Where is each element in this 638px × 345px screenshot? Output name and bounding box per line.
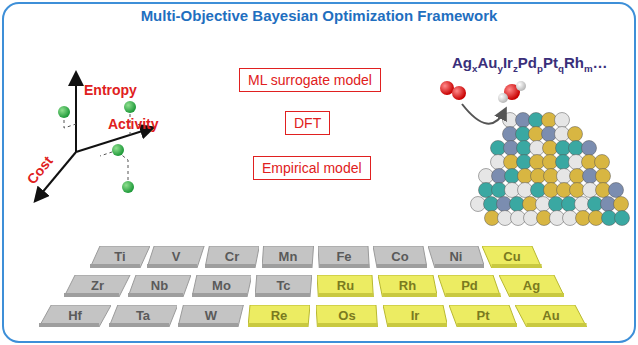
element-tile: Pd bbox=[438, 275, 501, 297]
method-name: DFT bbox=[294, 115, 321, 131]
element-tile: Re bbox=[248, 305, 310, 327]
element-tile: Rh bbox=[378, 275, 437, 297]
element-symbol: Re bbox=[271, 308, 288, 323]
element-tile: Nb bbox=[128, 275, 191, 297]
element-symbol: Os bbox=[338, 308, 355, 323]
element-tile: Zr bbox=[64, 275, 130, 297]
element-symbol: Fe bbox=[336, 249, 351, 264]
element-tile: Cu bbox=[482, 246, 542, 268]
element-tile: Au bbox=[515, 305, 587, 327]
element-symbol: Ag bbox=[523, 278, 540, 293]
molecules bbox=[440, 81, 526, 124]
method-box: Empirical model bbox=[253, 156, 371, 180]
element-symbol: Zr bbox=[91, 278, 104, 293]
element-symbol: Au bbox=[542, 308, 559, 323]
method-name: ML surrogate model bbox=[248, 72, 372, 88]
element-tile: Os bbox=[316, 305, 377, 327]
element-tile: Mn bbox=[262, 246, 314, 268]
element-symbol: V bbox=[172, 249, 181, 264]
element-symbol: Co bbox=[391, 249, 408, 264]
element-symbol: Cr bbox=[225, 249, 239, 264]
element-symbol: Ru bbox=[337, 278, 354, 293]
element-tile: Cr bbox=[205, 246, 259, 268]
element-symbol: Nb bbox=[151, 278, 168, 293]
element-symbol: Cu bbox=[503, 249, 520, 264]
element-tile: Mo bbox=[192, 275, 252, 297]
axis-label: Entropy bbox=[84, 82, 137, 98]
element-tile: W bbox=[178, 305, 243, 327]
element-symbol: Ta bbox=[136, 308, 150, 323]
element-tile: Ta bbox=[109, 305, 178, 327]
element-symbol: Pd bbox=[461, 278, 478, 293]
element-symbol: Ni bbox=[449, 249, 462, 264]
element-tile: Ni bbox=[428, 246, 485, 268]
element-tile: Tc bbox=[255, 275, 312, 297]
objective-axes bbox=[36, 74, 152, 200]
method-box: ML surrogate model bbox=[239, 68, 381, 92]
element-symbol: Hf bbox=[68, 308, 82, 323]
element-symbol: Mn bbox=[279, 249, 298, 264]
element-tile: Fe bbox=[318, 246, 369, 268]
method-box: DFT bbox=[285, 111, 330, 135]
element-tile: Ru bbox=[317, 275, 373, 297]
element-tile: Ag bbox=[499, 275, 565, 297]
element-tile: Ir bbox=[383, 305, 448, 327]
method-name: Empirical model bbox=[262, 160, 362, 176]
element-symbol: Rh bbox=[399, 278, 416, 293]
element-symbol: Ir bbox=[411, 308, 420, 323]
element-tile: Hf bbox=[39, 305, 111, 327]
formula: AgxAuyIrzPdpPtqRhm… bbox=[452, 54, 608, 74]
title: Multi-Objective Bayesian Optimization Fr… bbox=[0, 7, 638, 24]
element-symbol: Ti bbox=[114, 249, 125, 264]
element-tile: Pt bbox=[449, 305, 517, 327]
element-symbol: W bbox=[205, 308, 217, 323]
axis-label: Activity bbox=[108, 116, 159, 132]
element-symbol: Pt bbox=[476, 308, 489, 323]
frame bbox=[3, 3, 635, 342]
element-symbol: Tc bbox=[276, 278, 290, 293]
element-tile: V bbox=[147, 246, 204, 268]
element-tile: Ti bbox=[90, 246, 150, 268]
element-symbol: Mo bbox=[212, 278, 231, 293]
nanoparticle bbox=[471, 113, 630, 226]
element-tile: Co bbox=[373, 246, 427, 268]
